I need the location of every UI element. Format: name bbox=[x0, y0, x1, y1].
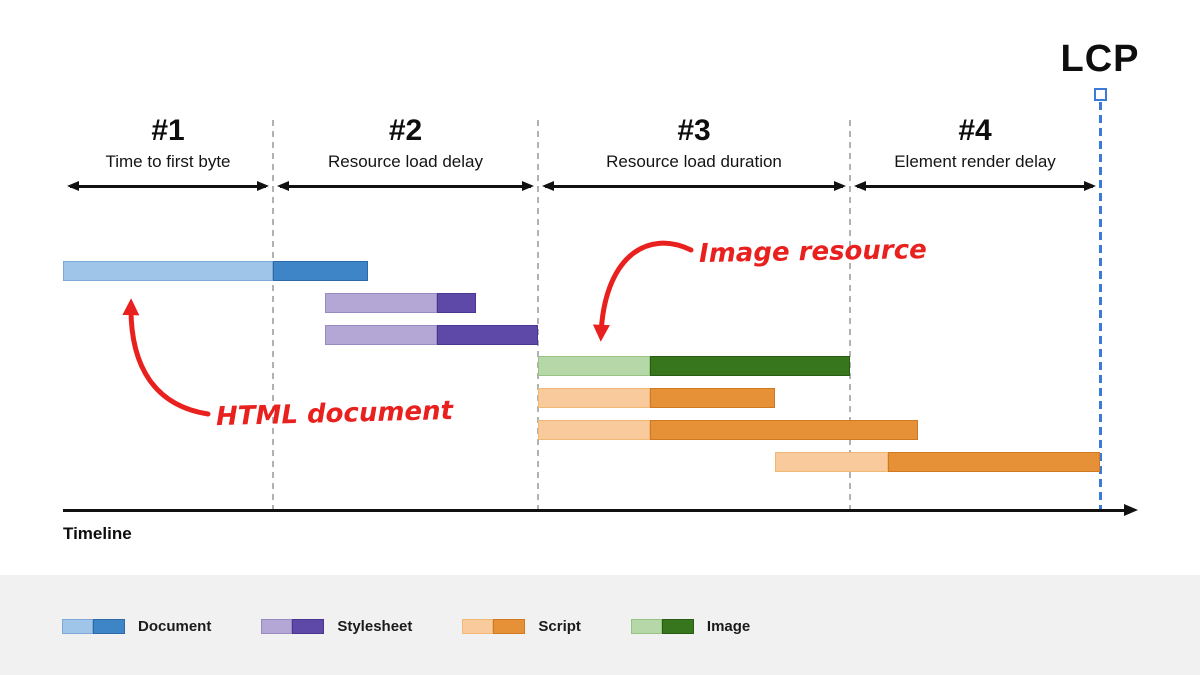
swatch-light-segment bbox=[462, 619, 494, 634]
phase-divider-line bbox=[272, 120, 274, 510]
annotation-image-resource: Image resource bbox=[698, 235, 928, 269]
legend-strip: Document Stylesheet Script Image bbox=[0, 575, 1200, 675]
swatch-dark-segment bbox=[292, 619, 325, 634]
legend-label: Document bbox=[138, 618, 212, 635]
document-swatch-icon bbox=[62, 619, 125, 634]
swatch-dark-segment bbox=[93, 619, 125, 634]
script-bar bbox=[775, 452, 1100, 472]
document-bar-dark-segment bbox=[273, 261, 368, 281]
arrow-line bbox=[280, 185, 531, 188]
lcp-title: LCP bbox=[1060, 38, 1140, 80]
phase-range-arrow-icon bbox=[63, 180, 273, 192]
document-bar-light-segment bbox=[63, 261, 273, 281]
stylesheet-bar bbox=[325, 293, 476, 313]
phase-label: Resource load delay bbox=[328, 152, 483, 171]
phase-divider-line bbox=[537, 120, 539, 510]
swatch-dark-segment bbox=[661, 619, 694, 634]
script-bar bbox=[538, 420, 918, 440]
swatch-light-segment bbox=[62, 619, 93, 634]
arrowhead-right-icon bbox=[1084, 181, 1096, 191]
phase-divider-line bbox=[849, 120, 851, 510]
script-swatch-icon bbox=[462, 619, 526, 634]
script-bar-light-segment bbox=[775, 452, 888, 472]
timeline-axis bbox=[63, 509, 1126, 512]
image-bar bbox=[538, 356, 850, 376]
lcp-dashed-line bbox=[1098, 102, 1102, 510]
timeline-arrow-icon bbox=[1124, 503, 1138, 516]
curved-arrow-to-image-bar bbox=[592, 240, 694, 342]
legend: Document Stylesheet Script Image bbox=[62, 618, 750, 635]
phase-number: #2 bbox=[388, 114, 423, 147]
curved-arrow-to-document-bar bbox=[122, 298, 211, 417]
legend-item-document: Document bbox=[62, 618, 211, 635]
stylesheet-bar-light-segment bbox=[325, 325, 437, 345]
script-bar-dark-segment bbox=[888, 452, 1100, 472]
stylesheet-bar-dark-segment bbox=[437, 293, 476, 313]
phase-label: Time to first byte bbox=[105, 152, 231, 171]
script-bar-dark-segment bbox=[650, 388, 775, 408]
image-bar-light-segment bbox=[538, 356, 650, 376]
arrowhead-right-icon bbox=[834, 181, 846, 191]
legend-label: Script bbox=[538, 618, 581, 635]
phase-number: #1 bbox=[151, 114, 185, 147]
arrowhead-right-icon bbox=[257, 181, 269, 191]
phase-number: #3 bbox=[677, 114, 711, 147]
stylesheet-bar-light-segment bbox=[325, 293, 437, 313]
phase-number: #4 bbox=[958, 114, 992, 147]
legend-item-image: Image bbox=[630, 618, 751, 635]
annotation-html-document: HTML document bbox=[215, 395, 454, 433]
script-bar bbox=[538, 388, 775, 408]
swatch-dark-segment bbox=[493, 619, 526, 634]
legend-label: Image bbox=[706, 618, 751, 635]
document-bar bbox=[63, 261, 368, 281]
stylesheet-bar-dark-segment bbox=[437, 325, 538, 345]
arrow-line bbox=[857, 185, 1093, 188]
swatch-light-segment bbox=[261, 619, 293, 634]
script-bar-dark-segment bbox=[650, 420, 918, 440]
arrow-line bbox=[70, 185, 266, 188]
stylesheet-swatch-icon bbox=[261, 619, 325, 634]
phase-label: Resource load duration bbox=[606, 152, 782, 171]
swatch-light-segment bbox=[630, 619, 662, 634]
phase-label: Element render delay bbox=[894, 152, 1056, 171]
image-bar-dark-segment bbox=[650, 356, 850, 376]
script-bar-light-segment bbox=[538, 420, 650, 440]
legend-label: Stylesheet bbox=[337, 618, 413, 635]
image-swatch-icon bbox=[630, 619, 694, 634]
phase-range-arrow-icon bbox=[850, 180, 1100, 192]
phase-range-arrow-icon bbox=[538, 180, 850, 192]
phase-range-arrow-icon bbox=[273, 180, 538, 192]
arrowhead-right-icon bbox=[522, 181, 534, 191]
legend-item-stylesheet: Stylesheet bbox=[261, 618, 412, 635]
script-bar-light-segment bbox=[538, 388, 650, 408]
lcp-marker-icon bbox=[1094, 88, 1107, 101]
stylesheet-bar bbox=[325, 325, 538, 345]
timeline-label: Timeline bbox=[63, 524, 132, 543]
arrow-line bbox=[545, 185, 843, 188]
legend-item-script: Script bbox=[462, 618, 581, 635]
